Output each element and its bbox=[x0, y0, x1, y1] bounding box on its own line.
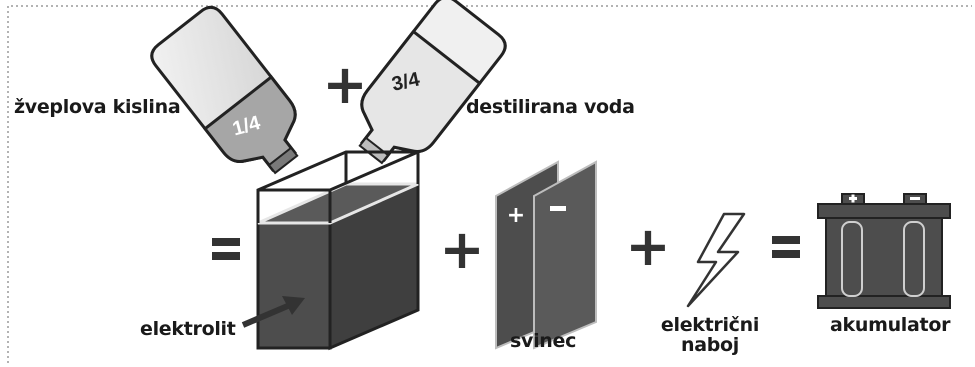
battery-cell-right bbox=[903, 221, 925, 297]
label-accumulator: akumulator bbox=[830, 314, 951, 336]
plate-minus-sign bbox=[550, 206, 566, 211]
label-electric-charge-line1: električni bbox=[660, 314, 760, 336]
label-distilled-water: destilirana voda bbox=[466, 96, 635, 118]
electrolyte-arrow-head bbox=[282, 296, 305, 315]
battery-cell-left bbox=[841, 221, 863, 297]
water-bottle-cap bbox=[358, 136, 390, 165]
dotted-border bbox=[7, 5, 972, 363]
plus-before-lightning: + bbox=[625, 215, 670, 278]
acid-bottle bbox=[150, 5, 299, 175]
plate-plus-sign: + bbox=[507, 203, 525, 228]
equals-right bbox=[772, 236, 800, 258]
plus-top: + bbox=[322, 53, 367, 116]
water-bottle bbox=[358, 0, 507, 165]
label-electric-charge-line2: naboj bbox=[680, 334, 739, 356]
battery-base bbox=[817, 295, 951, 309]
cube-front bbox=[256, 221, 332, 350]
equals-left bbox=[212, 238, 240, 260]
accumulator-battery bbox=[817, 193, 951, 309]
electrolyte-cube bbox=[256, 150, 420, 351]
electrolyte-arrow-shaft bbox=[241, 302, 292, 328]
plus-after-cube: + bbox=[439, 218, 484, 281]
lead-plate-negative bbox=[533, 160, 597, 350]
lead-plates: + bbox=[495, 160, 597, 350]
battery-lid bbox=[817, 203, 951, 219]
lightning-icon bbox=[686, 212, 746, 308]
label-electrolyte: elektrolit bbox=[140, 318, 236, 340]
label-sulfuric-acid: žveplova kislina bbox=[14, 96, 181, 118]
label-lead: svinec bbox=[510, 330, 577, 352]
acid-bottle-cap bbox=[267, 146, 299, 175]
